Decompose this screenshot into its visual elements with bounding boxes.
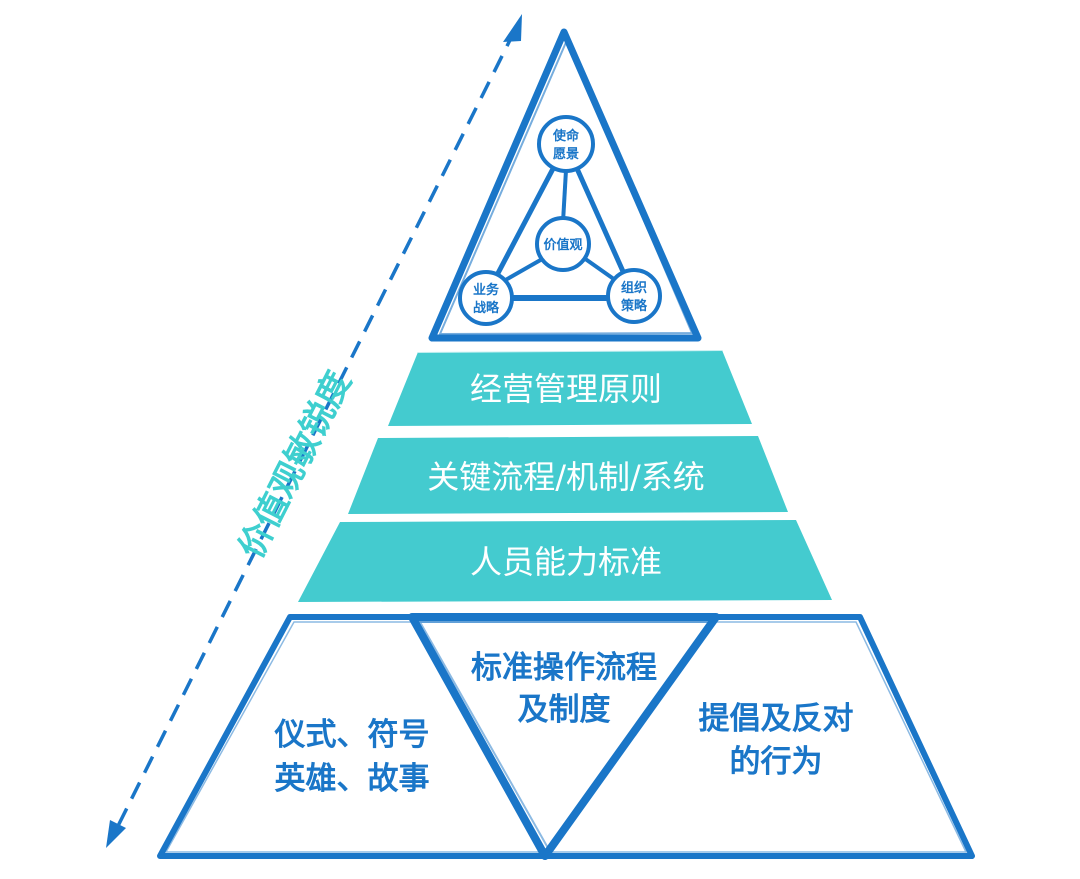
org-label: 组织 [621,280,647,296]
band-label: 人员能力标准 [470,543,662,581]
band-key-processes: 关键流程/机制/系统 [348,436,788,514]
bottom-left-line-2: 英雄、故事 [275,761,430,797]
vision-label: 愿景 [553,147,579,162]
band-label: 关键流程/机制/系统 [427,458,705,496]
bottom-left-line-1: 仪式、符号 [274,717,430,753]
arrow-down-icon [106,820,126,848]
bottom-section: 仪式、符号 英雄、故事 标准操作流程 及制度 提倡及反对 的行为 [157,613,975,860]
sop-text: 标准操作流程 及制度 [471,650,657,728]
business-strategy-circle: 业务 战略 [458,270,514,326]
band-operating-principles: 经营管理原则 [388,349,752,426]
strategy-label: 战略 [473,300,500,316]
arrow-up-icon [503,14,522,42]
top-triangle: 使命 愿景 价值观 业务 战略 组织 策略 [428,28,702,342]
teal-bands: 经营管理原则 关键流程/机制/系统 人员能力标准 [298,349,832,602]
bottom-middle-line-2: 及制度 [518,692,611,728]
bottom-right-line-1: 提倡及反对 [699,701,854,737]
business-label: 业务 [473,282,500,298]
rituals-symbols-text: 仪式、符号 英雄、故事 [274,717,430,797]
band-people-capability: 人员能力标准 [298,520,832,602]
behaviors-text: 提倡及反对 的行为 [699,701,854,780]
band-label: 经营管理原则 [470,370,662,408]
bottom-right-line-2: 的行为 [730,744,823,780]
values-label: 价值观 [543,237,582,253]
values-circle: 价值观 [535,216,591,272]
mission-vision-circle: 使命 愿景 [537,115,595,173]
bottom-middle-line-1: 标准操作流程 [471,650,657,686]
org-strategy-circle: 组织 策略 [606,268,662,324]
mission-label: 使命 [552,128,580,144]
policy-label: 策略 [621,298,648,314]
